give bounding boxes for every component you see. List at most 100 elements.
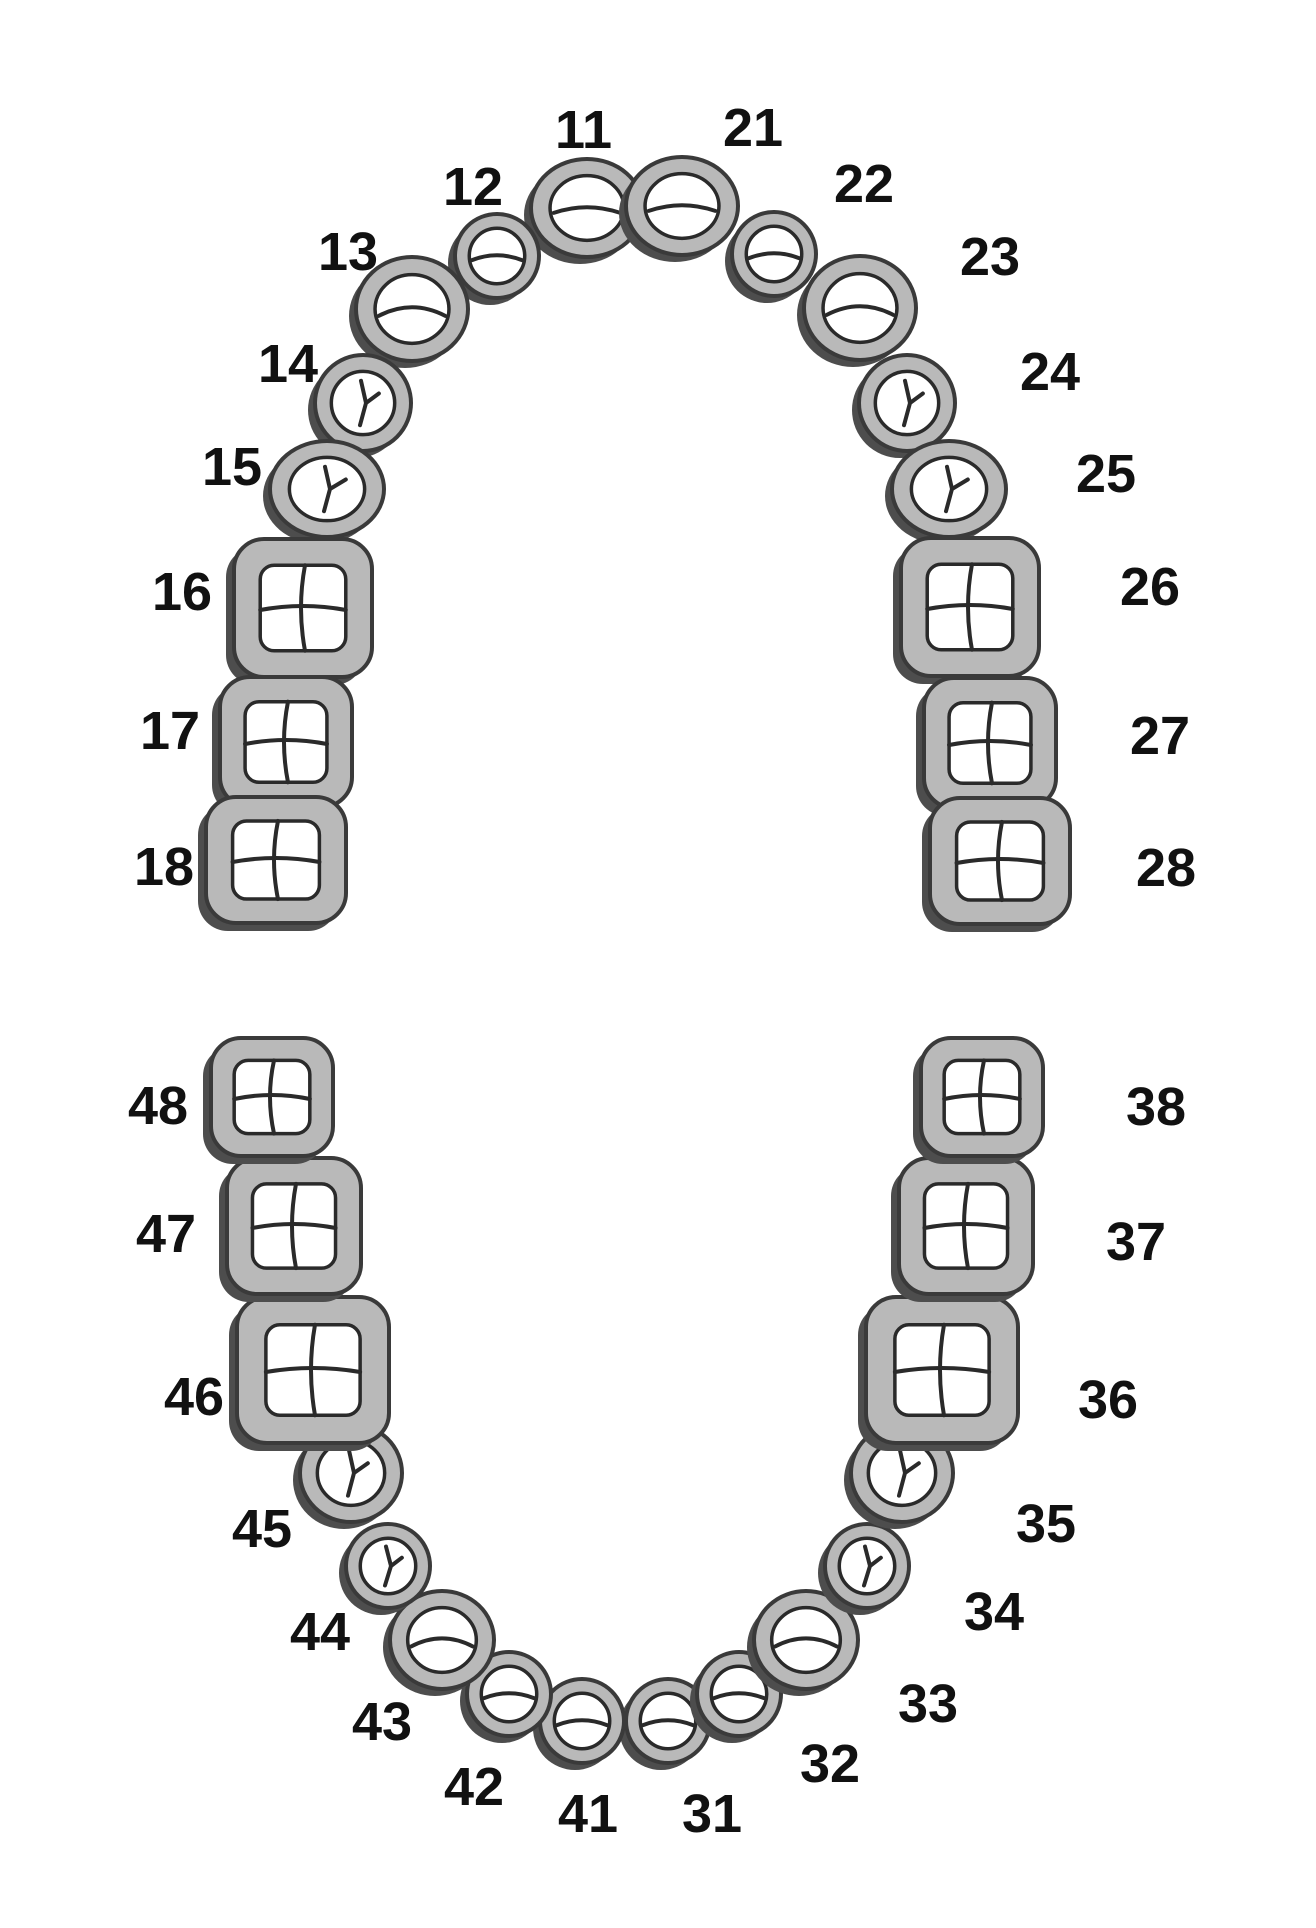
tooth-38 <box>913 1036 1045 1164</box>
tooth-groove <box>925 603 1015 611</box>
tooth-18 <box>198 795 348 931</box>
tooth-number-label: 16 <box>152 562 212 622</box>
tooth-crown <box>358 1536 418 1596</box>
tooth-groove <box>712 1691 766 1701</box>
tooth-groove <box>641 1718 695 1728</box>
tooth-groove <box>555 1718 609 1728</box>
tooth-groove <box>922 1222 1010 1230</box>
tooth-28 <box>922 796 1072 932</box>
tooth-number-label: 36 <box>1078 1370 1138 1430</box>
tooth-crown <box>909 455 989 523</box>
tooth-number-label: 42 <box>444 1757 504 1817</box>
tooth-groove <box>902 378 925 428</box>
tooth-41 <box>533 1677 626 1770</box>
tooth-crown <box>873 369 941 437</box>
tooth-groove <box>482 1691 536 1701</box>
tooth-15 <box>263 439 386 544</box>
tooth-groove <box>232 1093 312 1101</box>
tooth-34 <box>818 1522 911 1615</box>
tooth-43 <box>383 1589 496 1696</box>
tooth-number-label: 23 <box>960 227 1020 287</box>
tooth-36 <box>858 1295 1020 1451</box>
tooth-number-label: 28 <box>1136 838 1196 898</box>
tooth-crown <box>329 369 397 437</box>
tooth-groove <box>409 1636 475 1649</box>
tooth-11 <box>524 157 645 264</box>
tooth-17 <box>212 675 354 815</box>
tooth-groove <box>954 857 1046 865</box>
tooth-groove <box>892 1366 992 1374</box>
teeth-layer <box>198 155 1072 1770</box>
tooth-crown <box>287 455 367 523</box>
tooth-13 <box>349 255 470 368</box>
tooth-number-label: 21 <box>723 98 783 158</box>
tooth-12 <box>448 212 541 305</box>
tooth-number-label: 22 <box>834 154 894 214</box>
tooth-number-label: 15 <box>202 437 262 497</box>
tooth-26 <box>893 536 1041 684</box>
tooth-21 <box>619 155 740 262</box>
tooth-groove <box>773 1636 839 1649</box>
tooth-number-label: 44 <box>290 1602 350 1662</box>
tooth-number-label: 14 <box>258 334 318 394</box>
tooth-16 <box>226 537 374 685</box>
tooth-groove <box>230 856 322 864</box>
tooth-groove <box>258 604 348 612</box>
tooth-groove <box>947 739 1033 747</box>
tooth-crown <box>837 1536 897 1596</box>
tooth-number-label: 47 <box>136 1204 196 1264</box>
tooth-number-label: 17 <box>140 701 200 761</box>
tooth-number-label: 12 <box>443 157 503 217</box>
tooth-47 <box>219 1156 363 1302</box>
tooth-groove <box>551 205 623 215</box>
tooth-groove <box>322 464 348 514</box>
tooth-number-label: 43 <box>352 1692 412 1752</box>
tooth-groove <box>346 1448 370 1498</box>
tooth-number-label: 32 <box>800 1734 860 1794</box>
tooth-42 <box>460 1650 553 1743</box>
tooth-23 <box>797 254 918 367</box>
tooth-number-label: 33 <box>898 1674 958 1734</box>
tooth-groove <box>263 1366 363 1374</box>
tooth-groove <box>747 251 801 261</box>
tooth-number-label: 13 <box>318 222 378 282</box>
tooth-number-label: 38 <box>1126 1077 1186 1137</box>
tooth-33 <box>747 1589 860 1696</box>
tooth-number-label: 41 <box>558 1784 618 1844</box>
tooth-groove <box>358 378 381 428</box>
tooth-44 <box>339 1522 432 1615</box>
tooth-48 <box>203 1036 335 1164</box>
tooth-46 <box>229 1295 391 1451</box>
tooth-number-label: 46 <box>164 1367 224 1427</box>
tooth-number-label: 26 <box>1120 557 1180 617</box>
tooth-25 <box>885 439 1008 544</box>
tooth-27 <box>916 676 1058 816</box>
tooth-number-label: 31 <box>682 1784 742 1844</box>
tooth-groove <box>944 464 970 514</box>
tooth-groove <box>646 203 718 213</box>
tooth-groove <box>376 305 448 318</box>
tooth-24 <box>852 353 957 458</box>
tooth-number-label: 35 <box>1016 1494 1076 1554</box>
tooth-groove <box>250 1222 338 1230</box>
tooth-groove <box>942 1093 1022 1101</box>
tooth-groove <box>383 1544 404 1588</box>
tooth-number-label: 48 <box>128 1076 188 1136</box>
tooth-number-label: 37 <box>1106 1212 1166 1272</box>
tooth-groove <box>824 304 896 317</box>
tooth-number-label: 11 <box>555 100 612 160</box>
tooth-number-label: 45 <box>232 1499 292 1559</box>
tooth-groove <box>897 1448 921 1498</box>
tooth-number-label: 34 <box>964 1582 1024 1642</box>
tooth-37 <box>891 1156 1035 1302</box>
tooth-groove <box>470 253 524 263</box>
tooth-number-label: 18 <box>134 837 194 897</box>
tooth-number-label: 24 <box>1020 342 1080 402</box>
tooth-22 <box>725 210 818 303</box>
tooth-groove <box>862 1544 883 1588</box>
tooth-number-label: 27 <box>1130 706 1190 766</box>
tooth-number-label: 25 <box>1076 444 1136 504</box>
tooth-groove <box>243 738 329 746</box>
